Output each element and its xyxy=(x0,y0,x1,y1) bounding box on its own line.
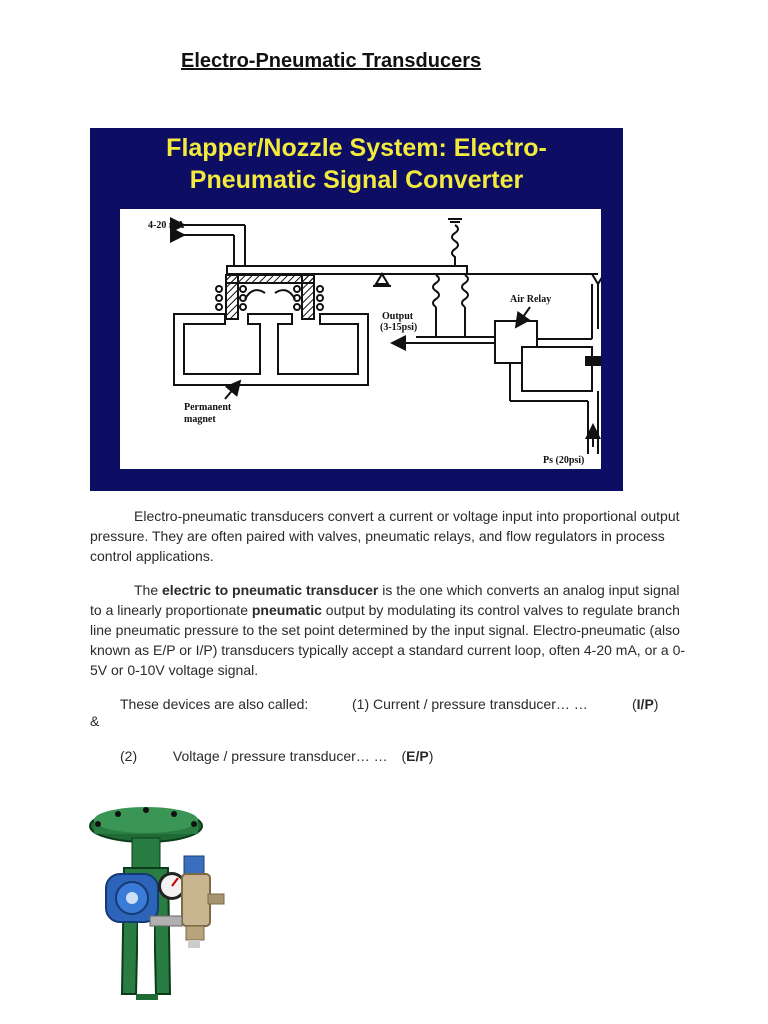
label-current: 4-20 mA xyxy=(148,220,185,231)
label-output-range: (3-15psi) xyxy=(380,322,417,333)
valve-photo xyxy=(89,807,225,1000)
definition-bold-pneumatic: pneumatic xyxy=(251,602,322,618)
intro-text: Electro-pneumatic transducers convert a … xyxy=(90,508,680,564)
permanent-magnet xyxy=(173,313,369,386)
label-output: Output xyxy=(382,311,414,322)
definition-paragraph: The electric to pneumatic transducer is … xyxy=(90,580,690,680)
document-title: Electro-Pneumatic Transducers xyxy=(181,50,482,72)
label-magnet-2: magnet xyxy=(184,414,216,425)
flapper-nozzle-slide: Flapper/Nozzle System: Electro- Pneumati… xyxy=(90,128,623,491)
coil-right xyxy=(293,285,324,311)
item-2-number: (2) xyxy=(120,748,138,764)
definition-bold-term: electric to pneumatic transducer xyxy=(162,582,379,598)
slide-title-line-2: Pneumatic Signal Converter xyxy=(189,166,524,194)
definition-text-b: is the one which converts an analog inpu… xyxy=(90,582,680,618)
ampersand: & xyxy=(90,713,100,729)
label-magnet-1: Permanent xyxy=(184,402,232,413)
definition-text-c: output by modulating its control valves … xyxy=(90,602,686,678)
intro-paragraph: Electro-pneumatic transducers convert a … xyxy=(90,506,690,566)
item-1-text: (1) Current / pressure transducer… … xyxy=(352,696,588,712)
slide-title: Flapper/Nozzle System: Electro- Pneumati… xyxy=(90,132,623,196)
slide-title-line-1: Flapper/Nozzle System: Electro- xyxy=(166,134,547,162)
label-supply: Ps (20psi) xyxy=(543,455,584,466)
item-2-code: (E/P) xyxy=(401,748,434,764)
also-called-lead: These devices are also called: xyxy=(120,696,309,712)
coil-left xyxy=(215,285,247,311)
item-2-line: (2) Voltage / pressure transducer… … (E/… xyxy=(120,748,433,764)
label-air-relay: Air Relay xyxy=(510,294,551,305)
item-2-text: Voltage / pressure transducer… … xyxy=(172,748,388,764)
definition-text-a: The xyxy=(134,582,163,598)
flapper-beam xyxy=(226,265,468,275)
flapper-nozzle-diagram: 4-20 mA Output (3-15psi) Air Relay Perma… xyxy=(120,209,601,469)
item-1-code: (I/P) xyxy=(632,696,659,712)
